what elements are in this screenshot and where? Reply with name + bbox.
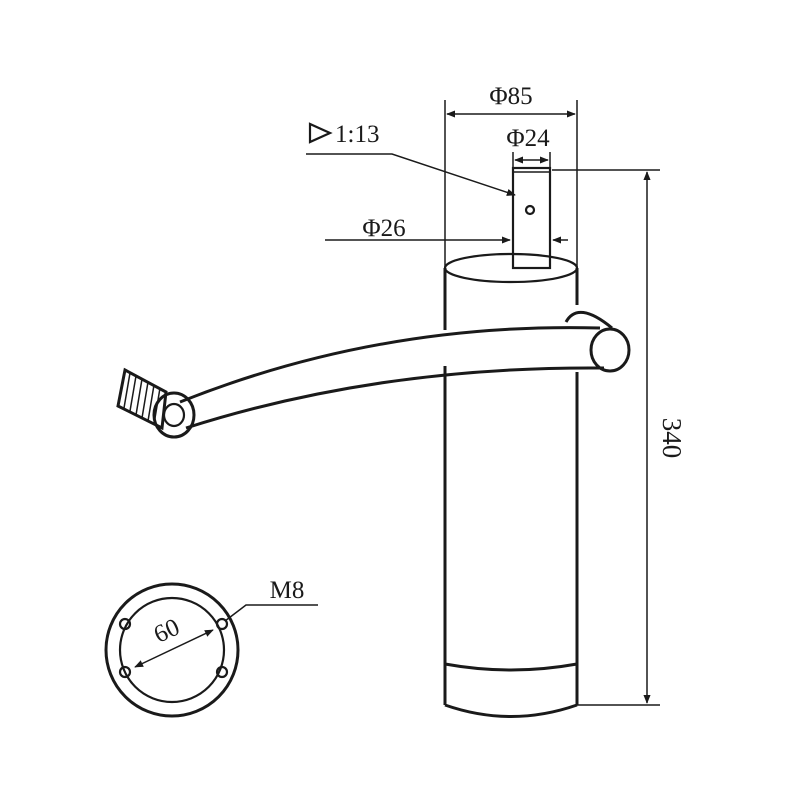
taper-base-label: Φ26 [362, 215, 405, 242]
bolt-hole-icon [118, 665, 132, 679]
top-shaft [511, 166, 552, 270]
cylinder-top-ellipse [443, 252, 579, 284]
lever-arm-upper [179, 326, 601, 404]
dimension-shaft-diameter: Φ24 [506, 125, 551, 168]
lever-arm-lower [185, 366, 605, 430]
bolt-hole-icon [118, 617, 132, 631]
flange-bolt-circle [118, 596, 226, 704]
shaft-diameter-label: Φ24 [506, 125, 550, 152]
handle-lever [116, 311, 631, 439]
cylinder-base-band [444, 662, 578, 672]
taper-symbol-icon [308, 122, 333, 144]
lever-pivot-end [589, 327, 631, 373]
pivot-boss [564, 311, 613, 330]
grip-end-ring [152, 391, 196, 439]
bolt-circle-label: 60 [150, 614, 184, 649]
bolt-circle-dimension-line [134, 629, 214, 668]
cylinder-bottom-edge [444, 703, 578, 718]
grip-knurl-lines [123, 372, 161, 425]
outer-diameter-label: Φ85 [489, 83, 532, 110]
taper-leader-line [306, 153, 516, 196]
flange-outer-circle [104, 582, 240, 718]
height-label: 340 [657, 418, 687, 459]
flange-view: 60 M8 [104, 577, 318, 718]
dimension-taper-base: Φ26 [325, 215, 568, 244]
shaft-body [511, 166, 552, 270]
taper-label: 1:13 [335, 121, 379, 148]
bolt-hole-icon [215, 665, 229, 679]
taper-callout: 1:13 [306, 121, 516, 196]
dimension-height: 340 [552, 169, 687, 706]
grip-end-hole [162, 402, 186, 428]
grip-knurl [116, 367, 168, 431]
bolt-hole-icon [215, 617, 229, 631]
thread-label: M8 [270, 577, 305, 604]
shaft-pin-hole [524, 204, 536, 216]
cylinder-body [443, 252, 579, 718]
thread-leader-line [224, 604, 318, 622]
